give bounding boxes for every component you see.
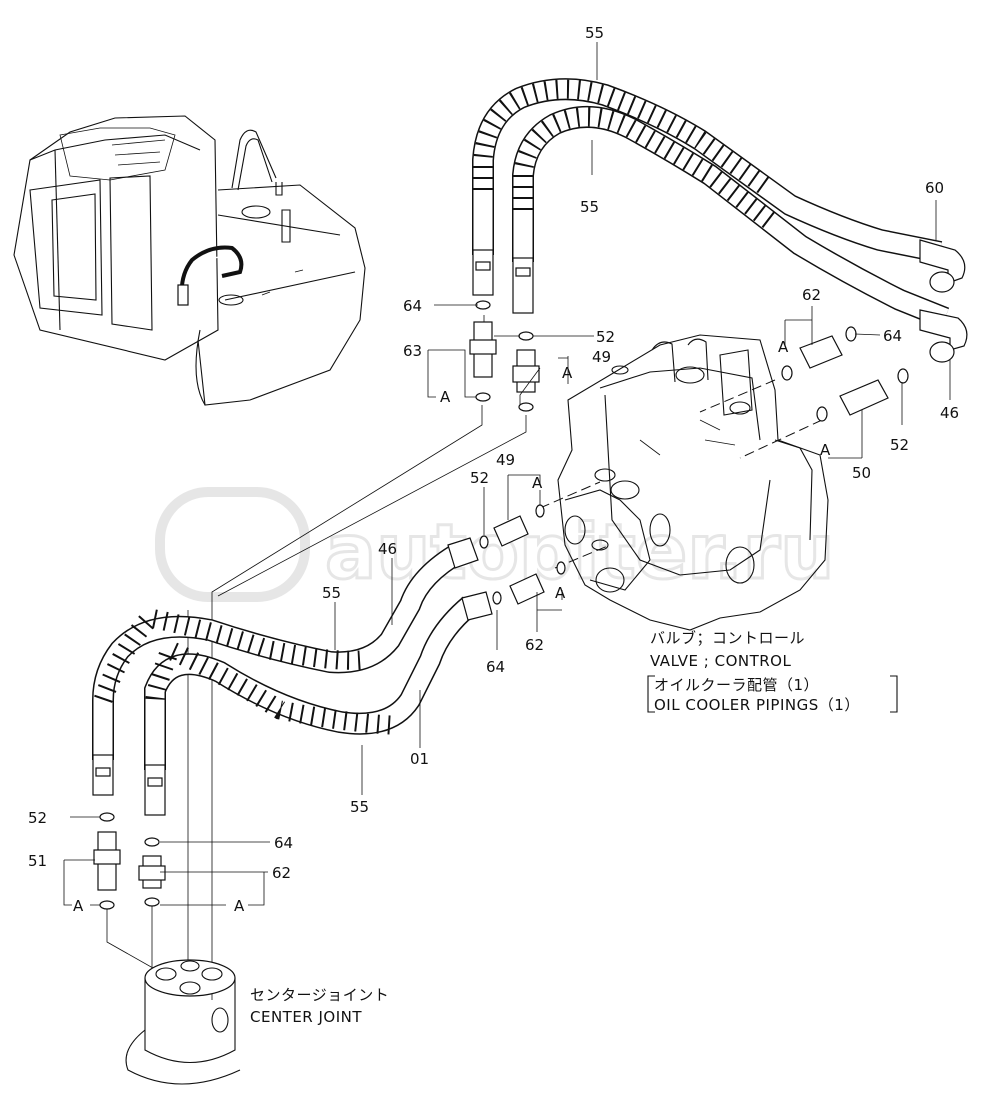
watermark-text: autopiter.ru	[325, 507, 834, 596]
control-valve-body	[557, 334, 829, 631]
mark-a-5: A	[532, 474, 543, 492]
callout-63: 63	[403, 342, 422, 360]
mark-a-1: A	[778, 338, 789, 356]
mark-a-2: A	[820, 441, 831, 459]
callout-51: 51	[28, 852, 47, 870]
lower-fittings	[93, 812, 166, 910]
callout-64-lower: 64	[486, 658, 505, 676]
callout-62-right: 62	[802, 286, 821, 304]
callout-64-upper: 64	[403, 297, 422, 315]
callout-62-bottom: 62	[272, 864, 291, 882]
connection-marks: A A A A A A A A	[73, 338, 831, 915]
watermark: autopiter.ru	[155, 487, 836, 602]
mark-a-7: A	[73, 897, 84, 915]
right-fittings	[781, 326, 909, 422]
callout-62-lower: 62	[525, 636, 544, 654]
callout-52-bottom: 52	[28, 809, 47, 827]
callout-49-middle: 49	[496, 451, 515, 469]
upper-fittings	[469, 300, 540, 412]
valve-caption-jp: バルブ；コントロール	[650, 629, 805, 647]
callout-52-middle: 52	[470, 469, 489, 487]
pipings-bracket-left	[647, 675, 655, 713]
callout-52-upper: 52	[596, 328, 615, 346]
hose-55-upper-pair	[472, 78, 968, 363]
callout-64-right: 64	[883, 327, 902, 345]
callout-55-mid: 55	[580, 198, 599, 216]
captions: バルブ；コントロール VALVE ; CONTROL オイルクーラ配管（1） O…	[250, 629, 898, 1026]
mark-a-3: A	[440, 388, 451, 406]
callout-55-top: 55	[585, 24, 604, 42]
callout-55-left: 55	[322, 584, 341, 602]
callout-55-bottom: 55	[350, 798, 369, 816]
pipings-bracket-right	[890, 675, 898, 713]
joint-caption-jp: センタージョイント	[250, 986, 389, 1004]
excavator-inset-drawing	[13, 115, 366, 406]
mark-a-6: A	[555, 584, 566, 602]
callout-52-right: 52	[890, 436, 909, 454]
callout-labels: 55 55 60 62 64 46 52 50 64 52 63 49 52 4…	[28, 24, 959, 882]
callout-50: 50	[852, 464, 871, 482]
mark-a-4: A	[562, 364, 573, 382]
hose-lower-pair	[92, 537, 493, 816]
callout-01: 01	[410, 750, 429, 768]
joint-caption-en: CENTER JOINT	[250, 1008, 362, 1026]
callout-46-right: 46	[940, 404, 959, 422]
callout-49-upper: 49	[592, 348, 611, 366]
mark-a-8: A	[234, 897, 245, 915]
callout-64-bottom: 64	[274, 834, 293, 852]
callout-60: 60	[925, 179, 944, 197]
valve-caption-en: VALVE ; CONTROL	[650, 652, 791, 670]
center-joint-drawing	[125, 959, 241, 1085]
pipings-caption-jp: オイルクーラ配管（1）	[654, 676, 819, 694]
middle-fittings	[479, 504, 566, 605]
leader-lines	[63, 42, 951, 906]
pipings-caption-en: OIL COOLER PIPINGS（1）	[654, 696, 860, 714]
callout-46-middle: 46	[378, 540, 397, 558]
